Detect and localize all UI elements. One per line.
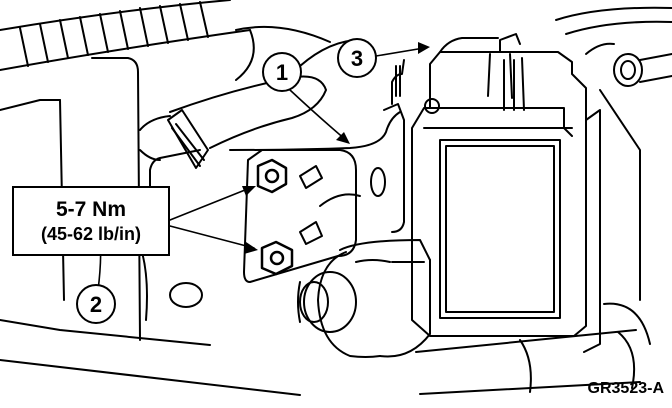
motor [297, 239, 431, 358]
module-housing [411, 33, 601, 353]
arrowhead-1 [336, 132, 350, 144]
arrowhead-3 [418, 42, 430, 54]
lower-rod [415, 302, 651, 395]
arrowhead-spec-lower [244, 242, 258, 254]
leader-spec-upper [169, 187, 251, 221]
wiring-harness [139, 25, 401, 169]
torque-imperial: (45-62 lb/in) [40, 223, 142, 244]
torque-spec-box: 5-7 Nm (45-62 lb/in) [12, 186, 170, 256]
lower-nut [260, 240, 294, 276]
support-arm [383, 59, 405, 233]
arrowhead-spec-upper [242, 186, 256, 196]
upper-right-cable [555, 6, 672, 301]
mounting-panel [0, 57, 301, 396]
frame-rail [0, 0, 255, 81]
mounting-bracket [243, 149, 386, 283]
callout-2-label: 2 [90, 292, 102, 317]
callout-3-label: 3 [351, 46, 363, 71]
callout-1-label: 1 [276, 60, 288, 85]
leader-3 [375, 47, 425, 57]
callout-2: 2 [76, 284, 116, 324]
callout-1: 1 [262, 52, 302, 92]
figure-id: GR3523-A [587, 380, 664, 397]
torque-metric: 5-7 Nm [55, 197, 127, 221]
callout-3: 3 [337, 38, 377, 78]
upper-nut [256, 158, 288, 194]
arrowheads [242, 42, 430, 254]
leader-spec-lower [169, 225, 255, 249]
